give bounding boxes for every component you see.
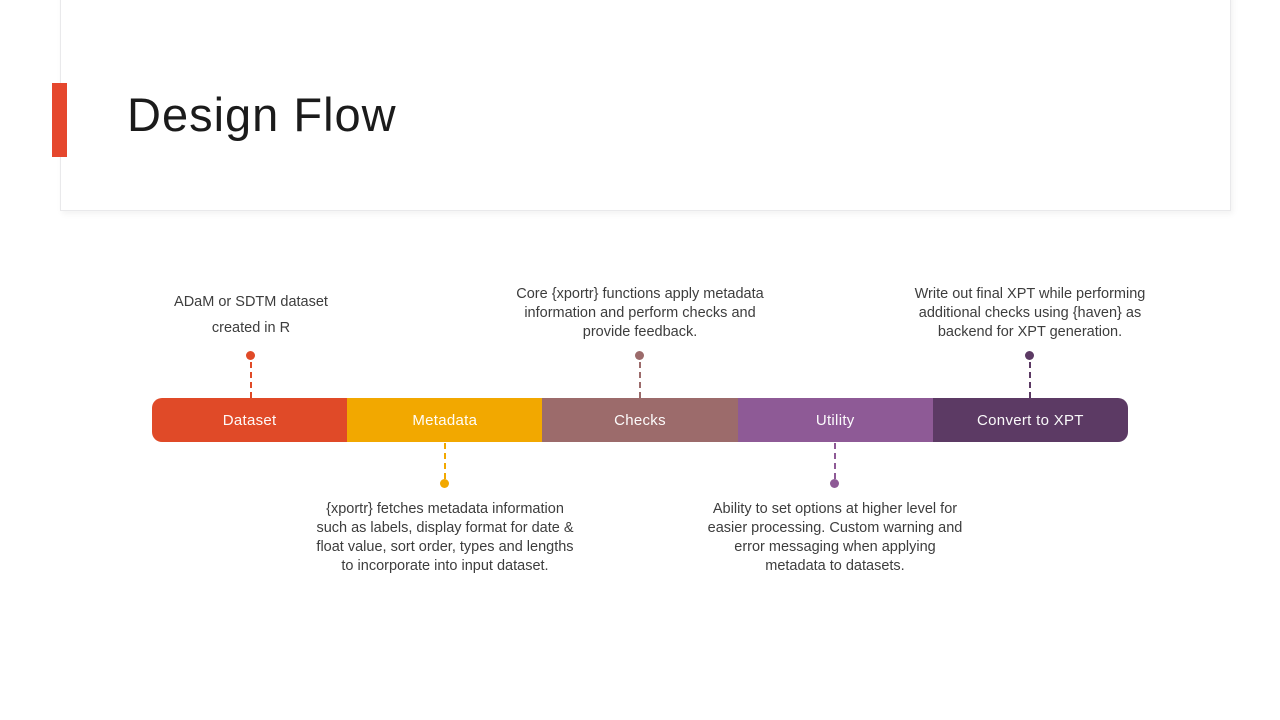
connector-dot-dataset (246, 351, 255, 360)
connector-line-dataset (250, 362, 252, 398)
connector-dot-checks (635, 351, 644, 360)
annotation-metadata: {xportr} fetches metadata information su… (316, 501, 574, 574)
connector-dot-utility (830, 479, 839, 488)
flow-bar: Dataset Metadata Checks Utility Convert … (152, 398, 1128, 442)
title-accent-bar (52, 83, 67, 157)
connector-line-metadata (444, 443, 446, 479)
flow-segment-dataset: Dataset (152, 398, 348, 442)
flow-segment-label-dataset: Dataset (222, 411, 277, 429)
flow-segment-checks: Checks (542, 398, 738, 442)
annotation-convert-to-xpt: Write out final XPT while performing add… (914, 286, 1146, 340)
flow-segment-utility: Utility (737, 398, 933, 442)
connector-line-convert-to-xpt (1029, 362, 1031, 398)
connector-dot-metadata (440, 479, 449, 488)
page-title: Design Flow (127, 88, 397, 141)
flow-segment-label-checks: Checks (614, 411, 666, 429)
flow-segment-label-utility: Utility (815, 411, 855, 429)
annotation-dataset: ADaM or SDTM dataset created in R (174, 294, 328, 336)
title-header-box (60, 0, 1231, 211)
flow-segment-label-metadata: Metadata (412, 411, 478, 429)
flow-segment-convert-to-xpt: Convert to XPT (932, 398, 1128, 442)
connector-line-checks (639, 362, 641, 398)
flow-segment-metadata: Metadata (347, 398, 543, 442)
annotation-utility: Ability to set options at higher level f… (707, 501, 963, 574)
flow-segment-label-convert-to-xpt: Convert to XPT (977, 411, 1084, 429)
connector-line-utility (834, 443, 836, 479)
connector-dot-convert-to-xpt (1025, 351, 1034, 360)
annotation-checks: Core {xportr} functions apply metadata i… (516, 286, 764, 340)
